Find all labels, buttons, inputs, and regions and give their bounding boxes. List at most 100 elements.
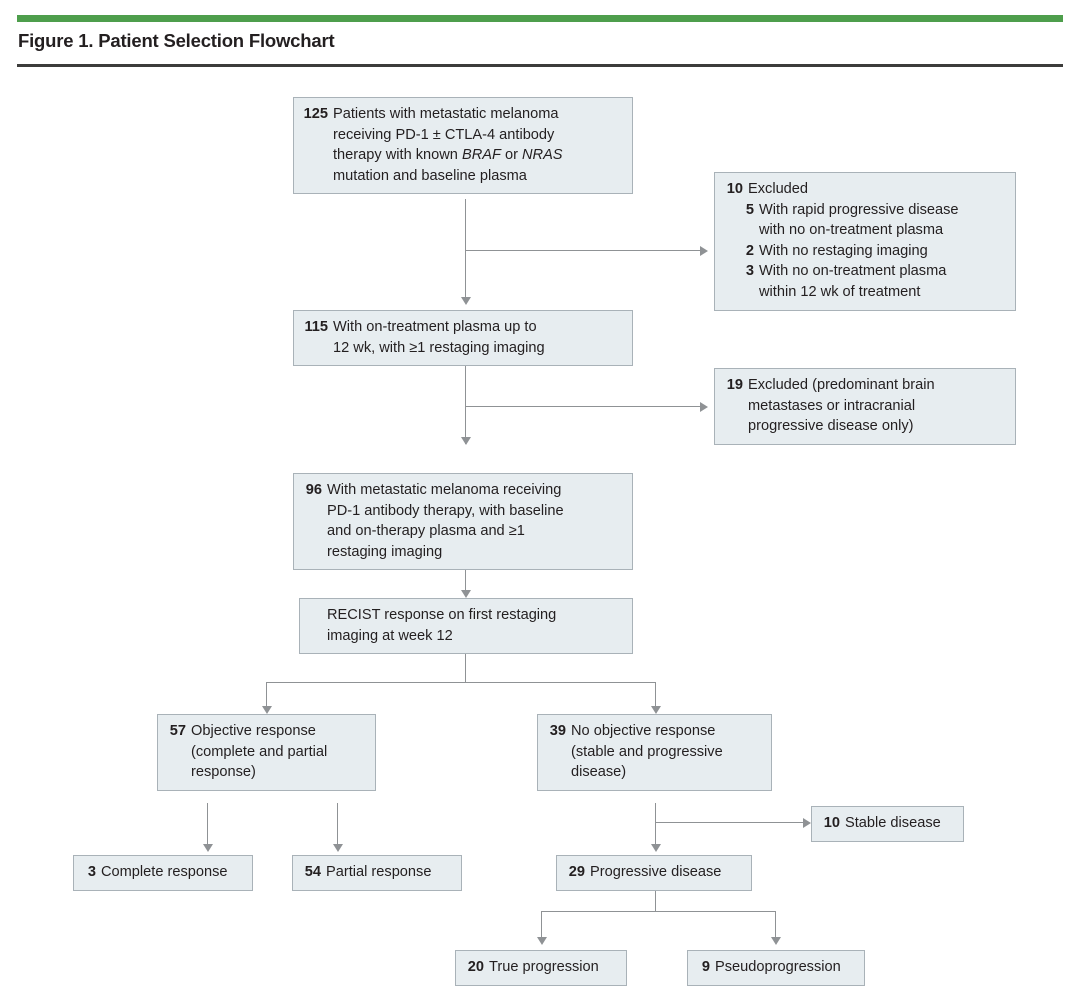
- top-green-rule: [17, 15, 1063, 22]
- node-on-treatment-line2: 12 wk, with ≥1 restaging imaging: [333, 339, 545, 356]
- node-on-treatment-line1: With on-treatment plasma up to: [333, 319, 537, 335]
- node-on-treatment-count: 115: [304, 319, 328, 335]
- node-stable-disease-count: 10: [823, 815, 840, 831]
- node-enrolled-text: Patients with metastatic melanoma receiv…: [333, 104, 624, 186]
- node-cohort-line2: PD-1 antibody therapy, with baseline: [327, 502, 564, 519]
- node-recist-text: RECIST response on first restaging imagi…: [327, 605, 624, 646]
- node-enrolled[interactable]: 125 Patients with metastatic melanoma re…: [293, 97, 633, 195]
- node-on-treatment-text: With on-treatment plasma up to 12 wk, wi…: [333, 317, 624, 358]
- title-underline-rule: [17, 64, 1063, 67]
- node-partial-response-count: 54: [304, 864, 321, 880]
- node-excluded-2-line2: metastases or intracranial: [748, 397, 916, 414]
- node-excluded-1-item-count: 5: [745, 201, 754, 218]
- node-complete-response-label: Complete response: [101, 864, 228, 880]
- node-true-progression-label: True progression: [489, 959, 599, 975]
- node-excluded-1-item: 5 With rapid progressive disease with no…: [723, 200, 1007, 241]
- node-excluded-1-item: 2 With no restaging imaging: [723, 241, 1007, 262]
- connector-cohort-to-recist: [465, 557, 467, 592]
- connector-objective-to-partial: [337, 803, 339, 846]
- arrowhead-to-on-treatment: [461, 297, 471, 305]
- node-excluded-1-item-line2: with no on-treatment plasma: [759, 222, 944, 239]
- arrowhead-to-progressive-disease: [651, 844, 661, 852]
- connector-recist-left-drop: [266, 682, 268, 708]
- connector-objective-to-complete: [207, 803, 209, 846]
- connector-no-objective-to-stable: [655, 822, 803, 824]
- connector-on-treatment-to-excluded2: [465, 406, 700, 408]
- node-complete-response[interactable]: 3 Complete response: [73, 855, 253, 891]
- node-stable-disease-label: Stable disease: [845, 815, 941, 831]
- node-excluded-2-text: Excluded (predominant brain metastases o…: [748, 375, 1007, 437]
- arrowhead-to-excluded2: [700, 402, 708, 412]
- node-excluded-2-count: 19: [726, 377, 743, 393]
- node-recist-line1: RECIST response on first restaging: [327, 607, 557, 623]
- node-no-objective-response-line2: (stable and progressive: [571, 743, 723, 760]
- connector-enrolled-to-excluded1: [465, 250, 700, 252]
- node-objective-response-line1: Objective response: [191, 723, 316, 739]
- node-pseudoprogression-label: Pseudoprogression: [715, 959, 841, 975]
- arrowhead-to-pseudoprogression: [771, 937, 781, 945]
- node-no-objective-response[interactable]: 39 No objective response (stable and pro…: [537, 714, 772, 791]
- node-excluded-1[interactable]: 10 Excluded 5 With rapid progressive dis…: [714, 172, 1016, 311]
- arrowhead-to-stable-disease: [803, 818, 811, 828]
- node-cohort[interactable]: 96 With metastatic melanoma receiving PD…: [293, 473, 633, 571]
- node-excluded-1-item: 3 With no on-treatment plasma within 12 …: [723, 261, 1007, 302]
- node-partial-response-label: Partial response: [326, 864, 432, 880]
- node-on-treatment[interactable]: 115 With on-treatment plasma up to 12 wk…: [293, 310, 633, 367]
- arrowhead-to-cohort: [461, 437, 471, 445]
- node-recist-assessment[interactable]: RECIST response on first restaging imagi…: [299, 598, 633, 655]
- node-complete-response-count: 3: [87, 864, 96, 880]
- node-enrolled-line1: Patients with metastatic melanoma: [333, 106, 559, 122]
- node-objective-response-count: 57: [169, 723, 186, 739]
- arrowhead-to-objective-response: [262, 706, 272, 714]
- arrowhead-to-partial-response: [333, 844, 343, 852]
- arrowhead-to-recist: [461, 590, 471, 598]
- node-excluded-1-item-line1: With rapid progressive disease: [759, 201, 959, 218]
- node-excluded-1-item-count: 3: [745, 263, 754, 280]
- node-excluded-1-item-text: With no on-treatment plasma within 12 wk…: [759, 261, 1007, 302]
- node-true-progression[interactable]: 20 True progression: [455, 950, 627, 986]
- node-progressive-disease-label: Progressive disease: [590, 864, 722, 880]
- node-cohort-text: With metastatic melanoma receiving PD-1 …: [327, 480, 624, 562]
- figure-title: Figure 1. Patient Selection Flowchart: [18, 30, 335, 51]
- node-no-objective-response-line1: No objective response: [571, 723, 716, 739]
- arrowhead-to-no-objective-response: [651, 706, 661, 714]
- node-excluded-1-label: Excluded: [748, 181, 809, 197]
- node-cohort-line4: restaging imaging: [327, 543, 443, 560]
- connector-progressive-stem: [655, 890, 657, 912]
- node-no-objective-response-text: No objective response (stable and progre…: [571, 721, 763, 783]
- node-enrolled-gene-nras: NRAS: [522, 147, 563, 164]
- connector-recist-split: [266, 682, 656, 684]
- node-objective-response-line3: response): [191, 764, 256, 781]
- arrowhead-to-complete-response: [203, 844, 213, 852]
- node-progressive-disease-count: 29: [568, 864, 585, 880]
- node-true-progression-count: 20: [467, 959, 484, 975]
- node-pseudoprogression[interactable]: 9 Pseudoprogression: [687, 950, 865, 986]
- node-excluded-1-item-line2: within 12 wk of treatment: [759, 283, 921, 300]
- node-stable-disease[interactable]: 10 Stable disease: [811, 806, 964, 842]
- node-no-objective-response-count: 39: [549, 723, 566, 739]
- node-objective-response[interactable]: 57 Objective response (complete and part…: [157, 714, 376, 791]
- connector-recist-right-drop: [655, 682, 657, 708]
- connector-enrolled-trunk: [465, 199, 467, 297]
- node-partial-response[interactable]: 54 Partial response: [292, 855, 462, 891]
- node-progressive-disease[interactable]: 29 Progressive disease: [556, 855, 752, 891]
- node-enrolled-line2: receiving PD-1 ± CTLA-4 antibody: [333, 126, 555, 143]
- node-excluded-1-item-text: With rapid progressive disease with no o…: [759, 200, 1007, 241]
- node-excluded-2-line3: progressive disease only): [748, 418, 914, 435]
- node-no-objective-response-line3: disease): [571, 764, 627, 781]
- connector-progressive-left-drop: [541, 911, 543, 939]
- connector-recist-stem: [465, 648, 467, 683]
- node-enrolled-line3a: therapy with known: [333, 147, 462, 164]
- node-excluded-2[interactable]: 19 Excluded (predominant brain metastase…: [714, 368, 1016, 445]
- node-excluded-2-line1: Excluded (predominant brain: [748, 377, 935, 393]
- node-excluded-1-item-count: 2: [745, 242, 754, 259]
- node-enrolled-line4: mutation and baseline plasma: [333, 167, 527, 184]
- node-excluded-1-item-text: With no restaging imaging: [759, 242, 928, 259]
- node-enrolled-line3b: or: [500, 147, 522, 164]
- node-cohort-line3: and on-therapy plasma and ≥1: [327, 523, 525, 540]
- node-enrolled-count: 125: [303, 106, 328, 122]
- node-cohort-count: 96: [305, 482, 322, 498]
- node-objective-response-text: Objective response (complete and partial…: [191, 721, 367, 783]
- node-objective-response-line2: (complete and partial: [191, 743, 328, 760]
